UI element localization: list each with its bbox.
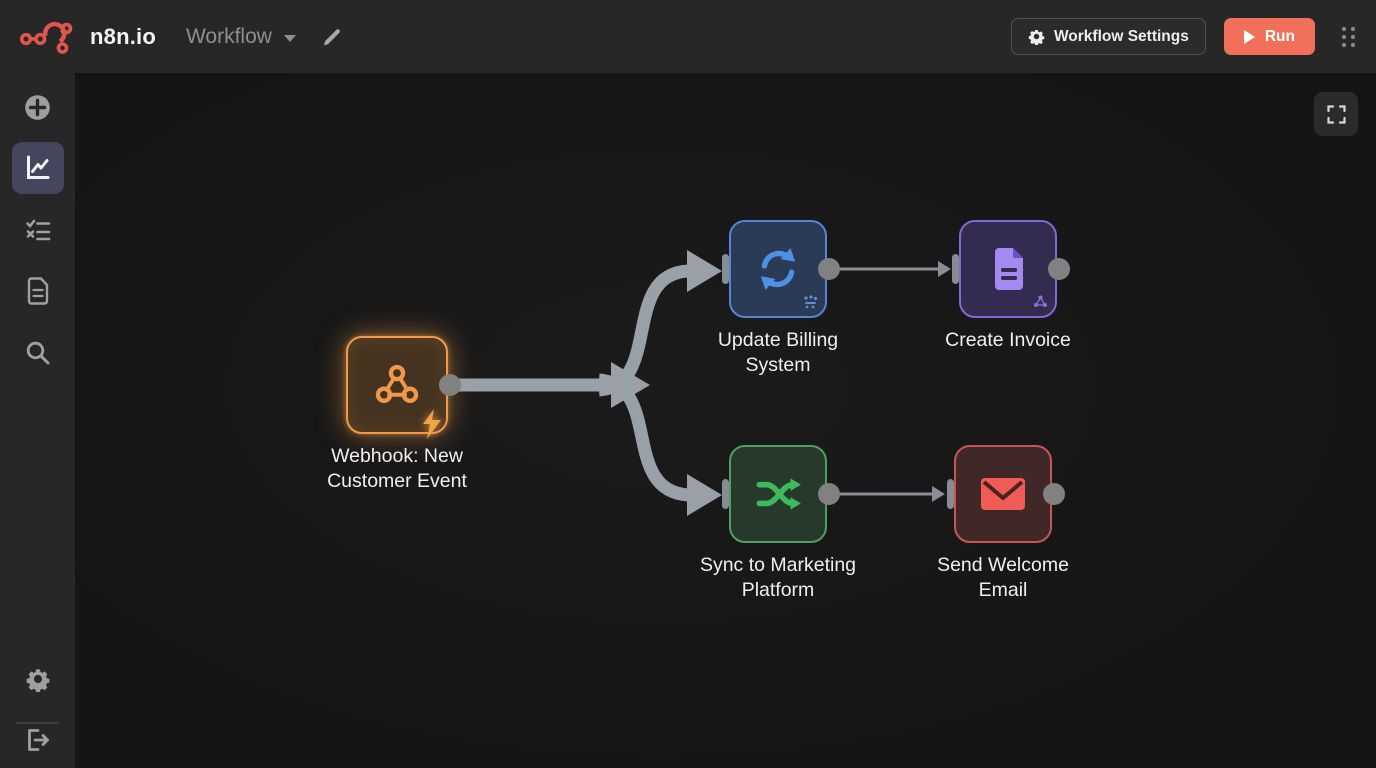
workflow-canvas[interactable] <box>75 73 1376 768</box>
sidebar-item-add[interactable] <box>12 81 64 133</box>
logout-icon <box>25 727 51 753</box>
sidebar-item-settings[interactable] <box>12 653 64 705</box>
shuffle-icon <box>753 469 803 519</box>
node-webhook-trigger[interactable] <box>346 336 448 434</box>
workflow-menu[interactable]: Workflow <box>186 25 296 49</box>
topbar-actions: Workflow Settings Run <box>1011 18 1356 55</box>
node-create-invoice[interactable] <box>959 220 1057 318</box>
edit-pencil-icon[interactable] <box>322 27 342 47</box>
sidebar-item-insights[interactable] <box>12 142 64 194</box>
top-bar: n8n.io Workflow Workflow Settings Run <box>0 0 1376 73</box>
chevron-down-icon <box>284 35 296 42</box>
sidebar-item-templates[interactable] <box>12 265 64 317</box>
brand-title: n8n.io <box>90 24 156 50</box>
search-icon <box>25 340 51 366</box>
node-sub-icon <box>803 294 818 309</box>
node-label-send-email: Send Welcome Email <box>918 553 1088 602</box>
sync-refresh-icon <box>753 244 803 294</box>
webhook-icon <box>371 359 423 411</box>
expand-icon <box>1327 105 1346 124</box>
envelope-icon <box>977 472 1029 516</box>
node-label-create-invoice: Create Invoice <box>898 328 1118 353</box>
gear-icon <box>25 666 51 692</box>
workflow-menu-label: Workflow <box>186 25 272 49</box>
node-label-sync-marketing: Sync to Marketing Platform <box>683 553 873 602</box>
grid-dots-icon[interactable] <box>1341 26 1356 48</box>
document-icon <box>26 277 50 305</box>
sidebar-item-search[interactable] <box>12 327 64 379</box>
workflow-settings-label: Workflow Settings <box>1054 28 1189 46</box>
invoice-document-icon <box>984 244 1032 294</box>
gear-icon <box>1028 28 1045 45</box>
node-update-billing[interactable] <box>729 220 827 318</box>
node-label-webhook: Webhook: New Customer Event <box>317 444 477 493</box>
sidebar-item-executions[interactable] <box>12 204 64 256</box>
sidebar-item-logout[interactable] <box>12 714 64 766</box>
run-button[interactable]: Run <box>1224 18 1315 55</box>
chart-icon <box>25 155 51 181</box>
workflow-settings-button[interactable]: Workflow Settings <box>1011 18 1206 55</box>
play-icon <box>1244 30 1255 44</box>
fullscreen-expand-button[interactable] <box>1314 92 1358 136</box>
trigger-bolt-icon <box>420 408 444 440</box>
left-sidebar <box>0 73 75 768</box>
n8n-logo-icon[interactable] <box>20 19 74 55</box>
node-send-email[interactable] <box>954 445 1052 543</box>
plus-circle-icon <box>24 94 51 121</box>
node-sync-marketing[interactable] <box>729 445 827 543</box>
run-label: Run <box>1265 28 1295 46</box>
node-label-update-billing: Update Billing System <box>698 328 858 377</box>
checklist-icon <box>25 217 51 243</box>
node-sub-icon <box>1033 294 1048 309</box>
